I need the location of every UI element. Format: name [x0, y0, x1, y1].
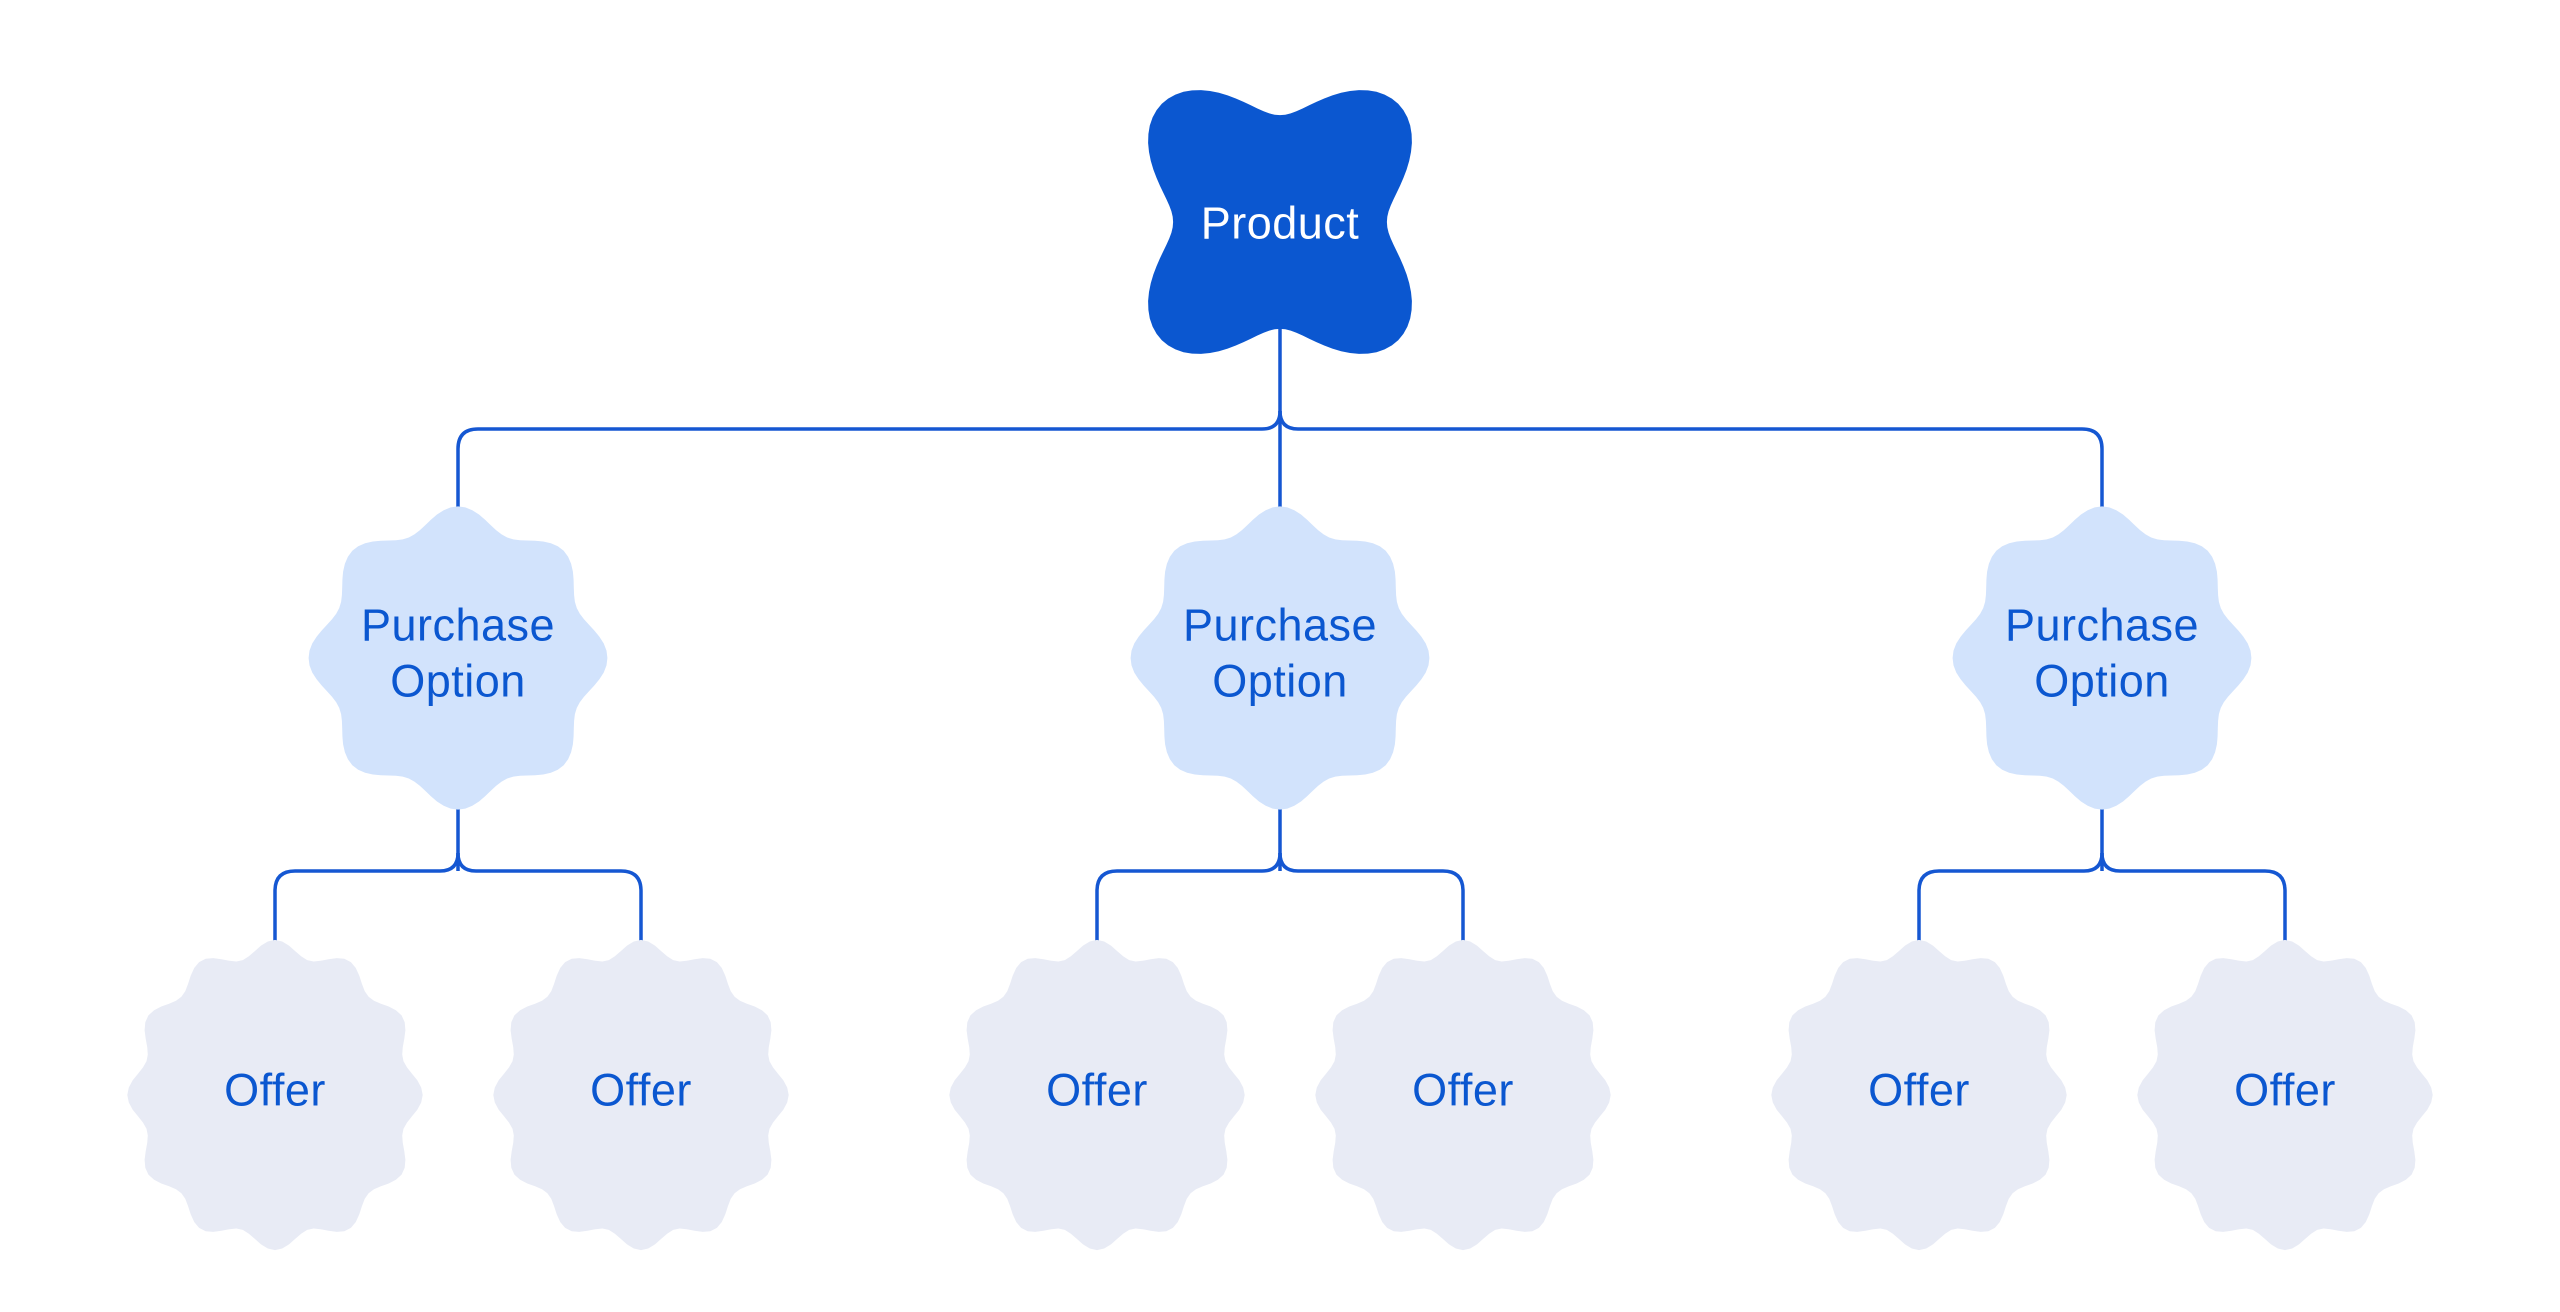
offer-blob [493, 939, 789, 1251]
node-purchase-option-3: Purchase Option [1952, 506, 2252, 810]
product-blob [1148, 90, 1412, 354]
offer-label: Offer [590, 1065, 692, 1116]
node-offer-6: Offer [2137, 939, 2433, 1251]
connector-option1-branch-left [273, 852, 460, 960]
node-offer-1: Offer [127, 939, 423, 1251]
node-purchase-option-2: Purchase Option [1130, 506, 1430, 810]
connector-option1-branch-right [456, 852, 643, 960]
node-product: Product [1148, 90, 1412, 354]
connector-root-branch-left [456, 410, 1282, 545]
node-offer-2: Offer [493, 939, 789, 1251]
offer-blob [1771, 939, 2067, 1251]
offer-label: Offer [224, 1065, 326, 1116]
node-offer-4: Offer [1315, 939, 1611, 1251]
node-purchase-option-1: Purchase Option [308, 506, 608, 810]
offer-label: Offer [2234, 1065, 2336, 1116]
purchase-option-blob [1952, 506, 2252, 810]
connector-option2-branch-left [1095, 852, 1282, 960]
connector-root-branch-right [1278, 410, 2104, 545]
offer-blob [2137, 939, 2433, 1251]
connectors [273, 300, 2287, 960]
purchase-option-blob [1130, 506, 1430, 810]
purchase-option-label-line1: Purchase [1183, 600, 1377, 651]
connector-option3-branch-left [1917, 852, 2104, 960]
node-offer-3: Offer [949, 939, 1245, 1251]
purchase-option-blob [308, 506, 608, 810]
offer-label: Offer [1868, 1065, 1970, 1116]
product-label: Product [1201, 198, 1360, 249]
purchase-option-label-line1: Purchase [2005, 600, 2199, 651]
purchase-option-label-line2: Option [390, 656, 526, 707]
connector-option2-branch-right [1278, 852, 1465, 960]
purchase-option-label-line2: Option [2034, 656, 2170, 707]
connector-option3-branch-right [2100, 852, 2287, 960]
offer-blob [127, 939, 423, 1251]
purchase-option-label-line1: Purchase [361, 600, 555, 651]
offer-blob [1315, 939, 1611, 1251]
offer-blob [949, 939, 1245, 1251]
offer-label: Offer [1046, 1065, 1148, 1116]
purchase-option-label-line2: Option [1212, 656, 1348, 707]
offer-label: Offer [1412, 1065, 1514, 1116]
node-offer-5: Offer [1771, 939, 2067, 1251]
